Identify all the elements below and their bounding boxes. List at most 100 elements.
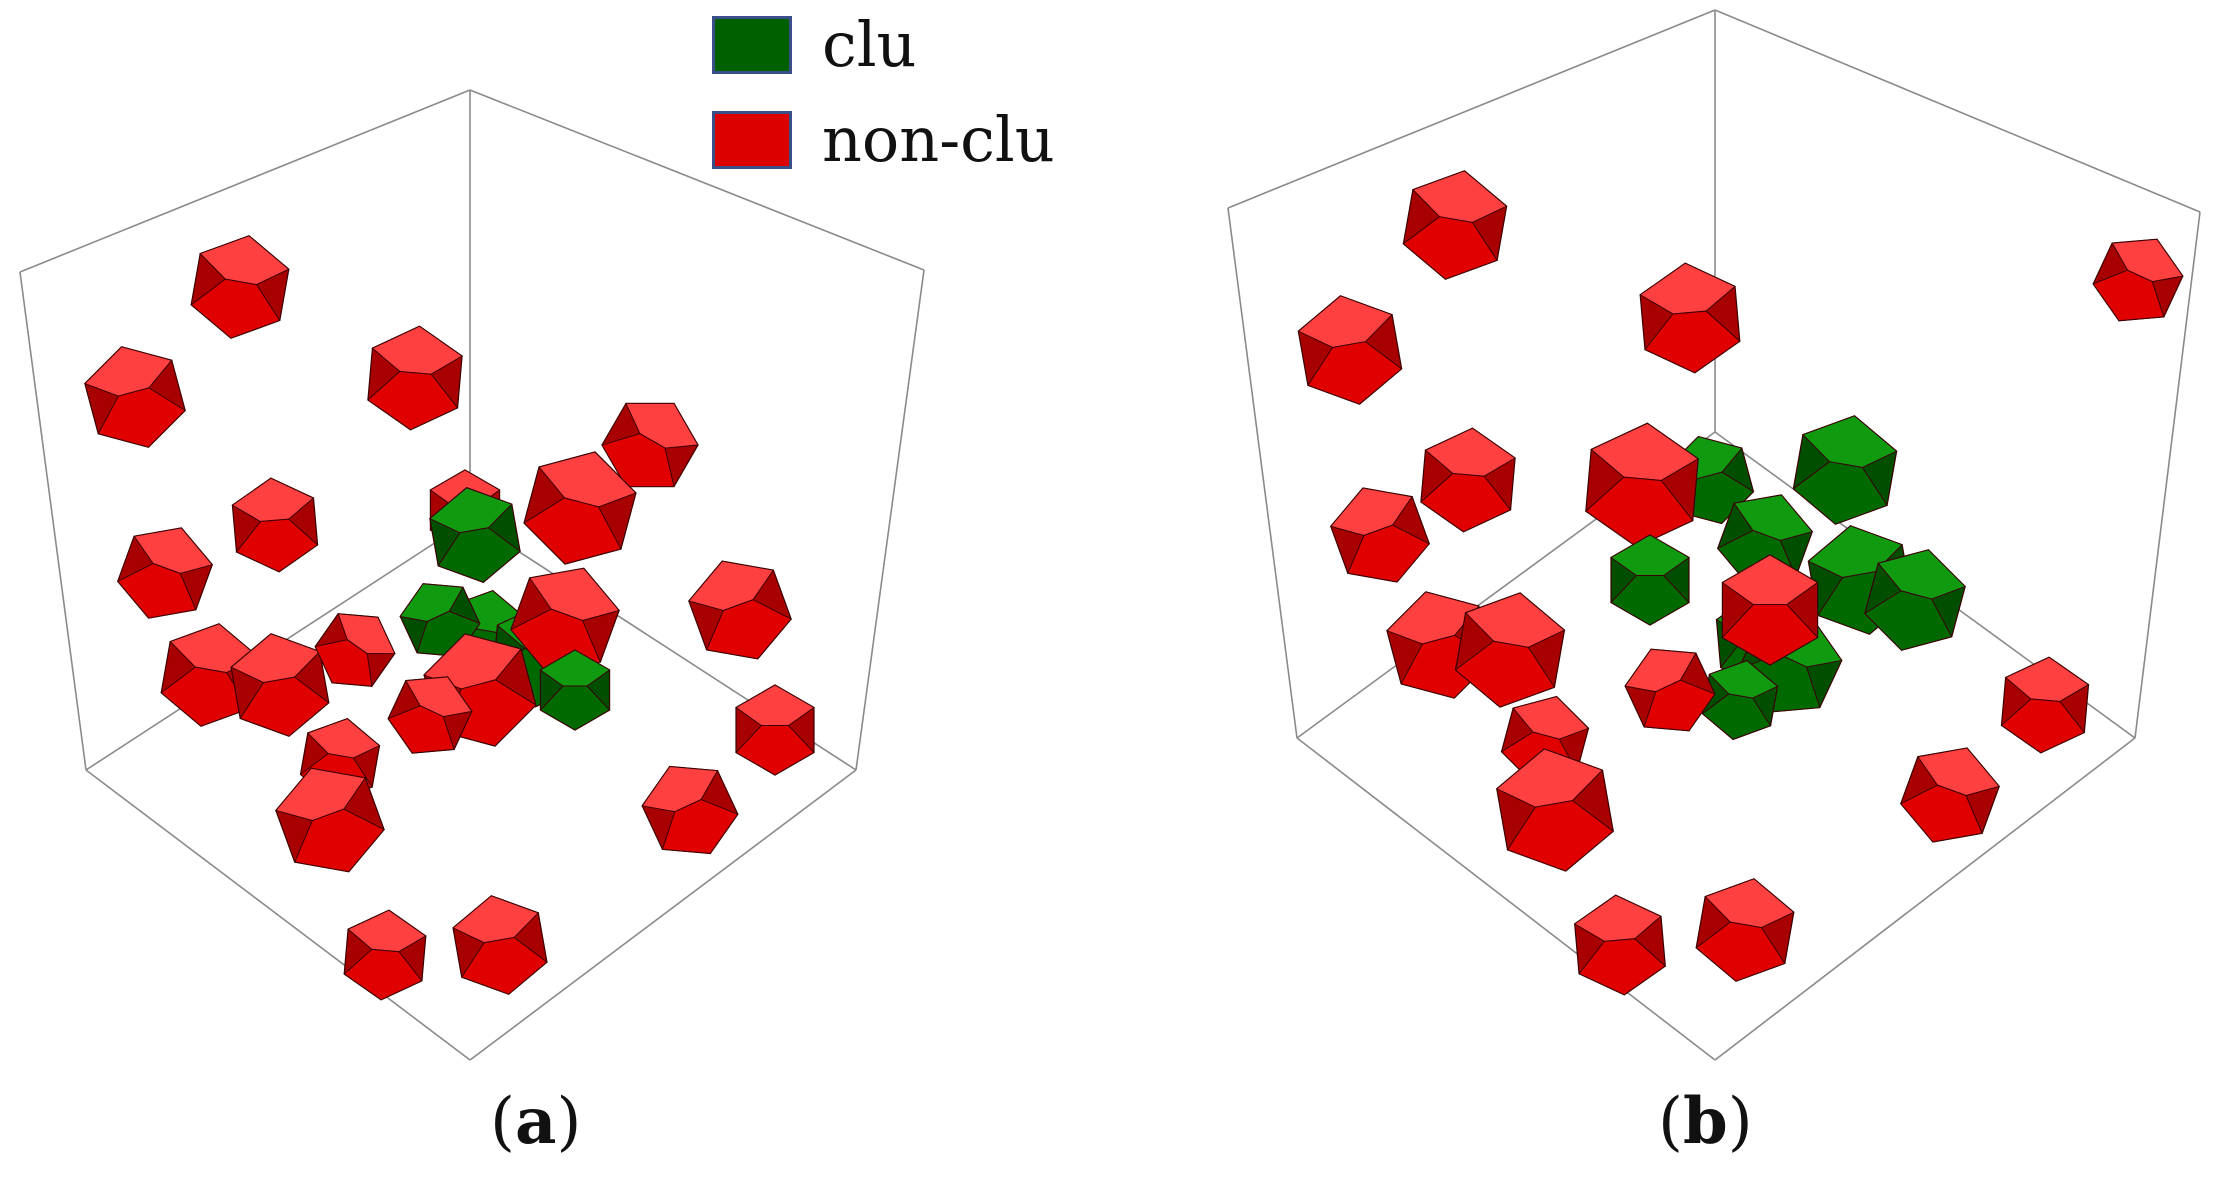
grain-face — [538, 451, 637, 508]
box-edge — [1227, 9, 1716, 209]
non-cluster-grain — [343, 909, 427, 1001]
legend-label-clu: clu — [822, 8, 917, 81]
non-cluster-grain — [1899, 747, 2001, 843]
non-cluster-grain — [230, 633, 330, 737]
cluster-grain — [1610, 534, 1690, 626]
cluster-grain — [399, 583, 481, 657]
box-edge — [1714, 9, 2201, 213]
grain-face — [116, 562, 197, 619]
grain-face — [199, 235, 290, 286]
box-edge — [1296, 737, 1716, 1061]
grain-face — [1610, 534, 1690, 576]
grain-face — [160, 666, 251, 727]
non-cluster-grain — [1584, 422, 1700, 548]
grain-face — [1424, 427, 1517, 477]
grain-face — [347, 909, 427, 953]
grain-face — [190, 278, 281, 339]
grain-face — [705, 599, 792, 660]
grain-face — [371, 325, 464, 375]
non-cluster-grain — [160, 623, 260, 727]
non-cluster-grain — [641, 765, 739, 855]
grain-face — [1721, 554, 1819, 605]
grain-face — [1877, 549, 1967, 600]
grain-face — [1721, 604, 1819, 666]
non-cluster-grain — [510, 567, 621, 673]
non-cluster-grain — [1639, 262, 1741, 374]
cluster-grain — [428, 487, 521, 583]
grain-face — [1733, 494, 1814, 541]
grain-face — [1792, 461, 1888, 525]
box-edge — [469, 769, 857, 1061]
non-cluster-grain — [452, 895, 548, 995]
grain-face — [1899, 784, 1983, 843]
grain-face — [1512, 695, 1590, 740]
grain-face — [460, 936, 548, 995]
grain-face — [1801, 415, 1898, 469]
grain-face — [1420, 472, 1512, 533]
box-edge — [469, 89, 925, 271]
grain-face — [601, 433, 675, 488]
grain-face — [1695, 921, 1786, 982]
legend-swatch-non-clu — [712, 111, 792, 169]
grain-face — [452, 895, 540, 944]
non-cluster-grain — [1454, 592, 1566, 708]
legend-item-non-clu: non-clu — [712, 105, 1055, 175]
grain-face — [293, 808, 385, 873]
non-cluster-grain — [1420, 427, 1517, 533]
grain-face — [1610, 575, 1690, 626]
grain-face — [387, 705, 455, 754]
grain-face — [1704, 878, 1795, 929]
grain-face — [437, 527, 521, 583]
non-cluster-grain — [83, 346, 186, 448]
non-cluster-grain — [1495, 748, 1615, 872]
non-cluster-grain — [1573, 894, 1667, 996]
grain-face — [523, 497, 622, 565]
non-cluster-grain — [231, 477, 319, 573]
grain-face — [1708, 660, 1779, 699]
grain-face — [1643, 679, 1716, 732]
grain-face — [274, 767, 367, 822]
legend-label-non-clu: non-clu — [822, 103, 1055, 176]
non-cluster-grain — [735, 684, 815, 776]
cluster-grain — [1864, 549, 1967, 651]
grain-face — [2092, 269, 2165, 322]
grain-face — [1495, 748, 1604, 808]
box-edge — [19, 89, 471, 273]
grain-face — [539, 649, 611, 687]
non-cluster-grain — [2000, 656, 2090, 754]
grain-face — [1639, 262, 1736, 315]
grain-face — [1701, 693, 1772, 740]
grain-face — [1584, 476, 1694, 548]
non-cluster-grain — [523, 451, 637, 565]
cluster-grain — [1792, 415, 1898, 525]
box-edge — [2134, 211, 2201, 739]
box-edge — [1714, 737, 2136, 1061]
box-edge — [1227, 207, 1298, 739]
grain-face — [306, 718, 381, 759]
non-cluster-grain — [314, 613, 396, 687]
grain-face — [687, 560, 775, 612]
non-cluster-grain — [1695, 878, 1795, 982]
non-cluster-grain — [687, 560, 792, 660]
grain-face — [239, 676, 330, 737]
grain-face — [1411, 170, 1508, 224]
cluster-grain — [1716, 494, 1814, 586]
box-edge — [855, 269, 925, 771]
grain-face — [1573, 894, 1662, 942]
non-cluster-grain — [190, 235, 290, 339]
grain-face — [133, 527, 214, 574]
legend-swatch-clu — [712, 16, 792, 74]
non-cluster-grain — [367, 325, 464, 431]
grain-face — [1506, 800, 1615, 872]
grain-face — [97, 387, 186, 448]
legend: clu non-clu — [712, 10, 1092, 175]
grain-face — [235, 518, 319, 573]
grain-face — [428, 487, 513, 534]
non-cluster-grain — [1402, 170, 1508, 280]
grain-face — [367, 370, 459, 431]
panel-label-b: (b) — [1658, 1084, 1753, 1159]
grain-face — [2004, 656, 2090, 702]
non-cluster-grain — [387, 676, 473, 754]
non-cluster-grain — [274, 767, 385, 873]
